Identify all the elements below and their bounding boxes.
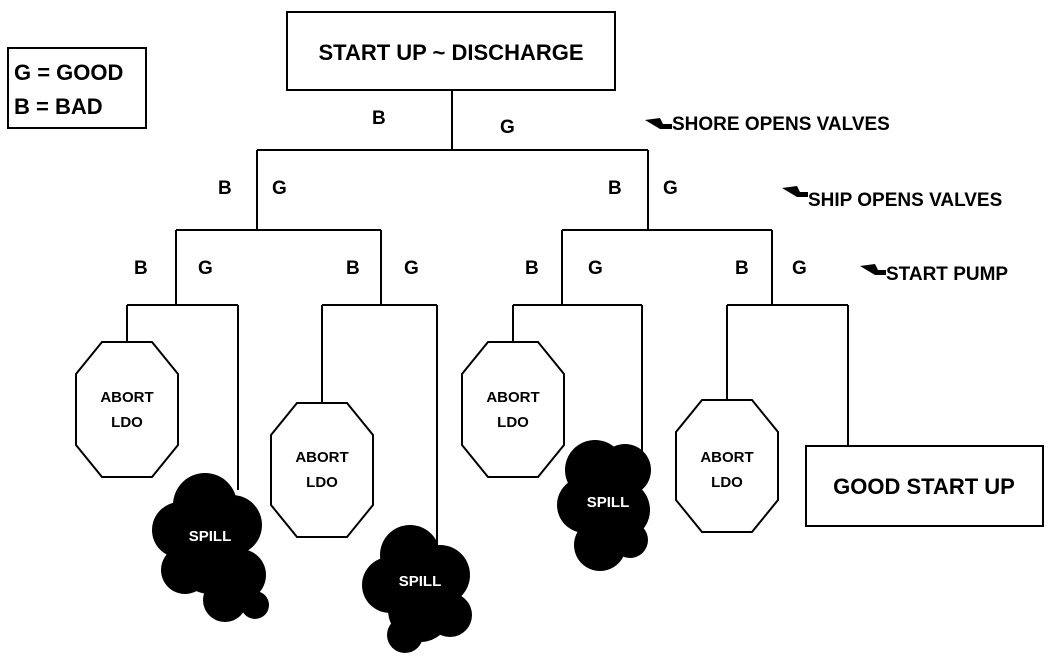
branch-good-label: G — [198, 258, 213, 279]
abort-label: ABORT — [486, 389, 539, 406]
branch-bad-label: B — [218, 178, 232, 199]
pointing-hand-icon — [782, 186, 808, 197]
spill-label: SPILL — [189, 528, 232, 545]
branch-bad-label: B — [735, 258, 749, 279]
abort-label: ABORT — [100, 389, 153, 406]
abort-node: ABORT LDO — [676, 400, 778, 532]
abort-node: ABORT LDO — [271, 403, 373, 537]
step-shore-label: SHORE OPENS VALVES — [672, 114, 890, 135]
ldo-label: LDO — [497, 414, 529, 431]
step-ship-label: SHIP OPENS VALVES — [808, 190, 1002, 211]
branch-bad-label: B — [525, 258, 539, 279]
branch-good-label: G — [663, 178, 678, 199]
abort-node: ABORT LDO — [462, 342, 564, 477]
step-pump: START PUMP — [860, 264, 1008, 285]
root-node: START UP ~ DISCHARGE — [287, 12, 615, 90]
branch-bad-label: B — [608, 178, 622, 199]
step-pump-label: START PUMP — [886, 264, 1008, 285]
branch-good-label: G — [588, 258, 603, 279]
abort-octagon — [76, 342, 178, 477]
branch-good-label: G — [792, 258, 807, 279]
abort-label: ABORT — [295, 449, 348, 466]
abort-label: ABORT — [700, 449, 753, 466]
abort-node: ABORT LDO — [76, 342, 178, 477]
step-ship: SHIP OPENS VALVES — [782, 186, 1002, 211]
step-shore: SHORE OPENS VALVES — [645, 114, 890, 135]
legend-good: G = GOOD — [14, 60, 123, 85]
branch-bad-label: B — [372, 108, 386, 129]
branch-good-label: G — [500, 117, 515, 138]
spill-node: SPILL — [152, 473, 269, 622]
abort-octagon — [271, 403, 373, 537]
pointing-hand-icon — [860, 264, 886, 275]
root-label: START UP ~ DISCHARGE — [318, 40, 583, 65]
ldo-label: LDO — [111, 414, 143, 431]
branch-good-label: G — [404, 258, 419, 279]
spill-node: SPILL — [557, 440, 651, 571]
legend-bad: B = BAD — [14, 94, 103, 119]
good-start-node: GOOD START UP — [806, 446, 1043, 526]
ldo-label: LDO — [711, 474, 743, 491]
abort-octagon — [676, 400, 778, 532]
ldo-label: LDO — [306, 474, 338, 491]
branch-good-label: G — [272, 178, 287, 199]
branch-bad-label: B — [134, 258, 148, 279]
spill-label: SPILL — [587, 494, 630, 511]
branch-bad-label: B — [346, 258, 360, 279]
pointing-hand-icon — [645, 118, 672, 129]
spill-blob — [152, 473, 269, 622]
abort-octagon — [462, 342, 564, 477]
legend: G = GOOD B = BAD — [8, 48, 146, 128]
good-start-label: GOOD START UP — [833, 474, 1015, 499]
spill-node: SPILL — [362, 525, 472, 653]
spill-label: SPILL — [399, 573, 442, 590]
